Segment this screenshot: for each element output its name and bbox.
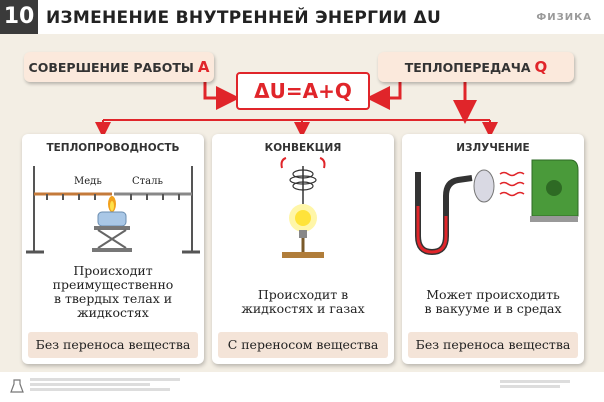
- panel-description: Происходит в жидкостях и газах: [241, 287, 365, 316]
- panel-title: ИЗЛУЧЕНИЕ: [456, 142, 530, 154]
- work-arrow: [203, 82, 240, 110]
- panel-convection: КОНВЕКЦИЯ Происходит в жидкостях и газах…: [212, 134, 394, 364]
- publisher-logo-icon: [10, 379, 24, 393]
- panel-description: Может происходить в вакууме и в средах: [424, 287, 562, 316]
- header-band: [0, 0, 604, 34]
- panel-footer: Без переноса вещества: [408, 332, 578, 358]
- panel-radiation: ИЗЛУЧЕНИЕ Может происходить в вакууме и …: [402, 134, 584, 364]
- convection-illustration: [280, 157, 326, 258]
- connector-arrows: [95, 82, 498, 138]
- steel-label: Сталь: [132, 176, 163, 187]
- conduction-illustration: Медь Сталь: [26, 166, 200, 254]
- heat-letter: Q: [534, 58, 548, 76]
- poster-title: ИЗМЕНЕНИЕ ВНУТРЕННЕЙ ЭНЕРГИИ ΔU: [46, 8, 442, 28]
- heat-label: ТЕПЛОПЕРЕДАЧА: [404, 60, 531, 75]
- panel-title: ТЕПЛОПРОВОДНОСТЬ: [46, 142, 180, 154]
- panel-footer: С переносом вещества: [218, 332, 388, 358]
- formula-box: ΔU=A+Q: [236, 72, 370, 110]
- panel-title: КОНВЕКЦИЯ: [264, 142, 342, 154]
- radiation-illustration: [415, 159, 579, 256]
- work-label: СОВЕРШЕНИЕ РАБОТЫ: [28, 60, 194, 75]
- footer-credits: [500, 380, 590, 388]
- panel-conduction: ТЕПЛОПРОВОДНОСТЬ Медь Сталь: [22, 134, 204, 364]
- poster-number: 10: [0, 0, 38, 34]
- copper-label: Медь: [74, 176, 102, 187]
- subject-label: ФИЗИКА: [536, 12, 592, 23]
- panel-description: Происходит преимущественно в твердых тел…: [52, 263, 174, 320]
- footer-imprint: [30, 378, 200, 393]
- panel-footer: Без переноса вещества: [28, 332, 198, 358]
- heat-arrow: [366, 82, 402, 110]
- work-letter: A: [197, 58, 210, 76]
